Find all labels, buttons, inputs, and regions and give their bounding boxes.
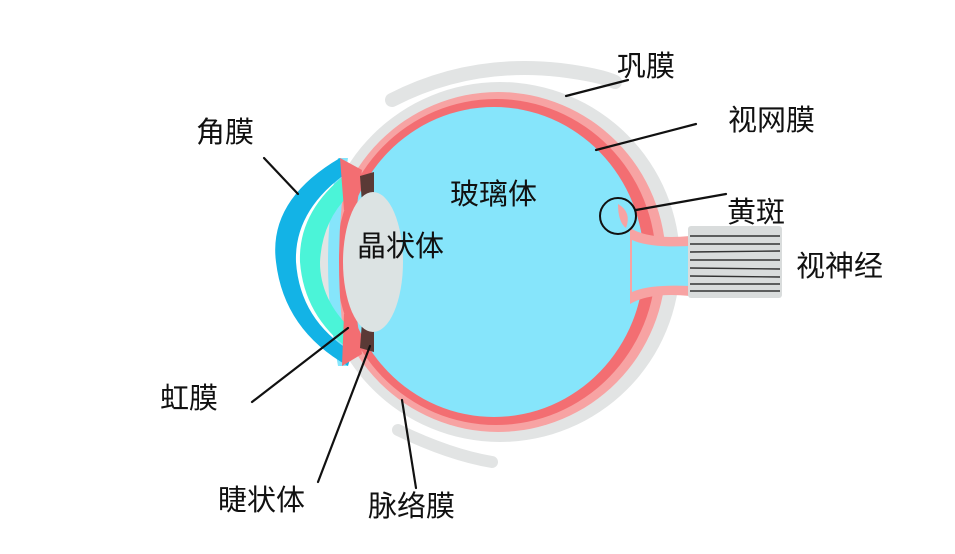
leader-line-ciliary [316, 344, 372, 484]
leader-line-sclera [564, 78, 630, 98]
leader-line-iris [250, 326, 350, 404]
label-iris: 虹膜 [160, 381, 218, 415]
leader-line-retina [594, 122, 698, 152]
label-ciliary-body: 睫状体 [218, 483, 305, 517]
iris-upper [340, 158, 362, 212]
optic-nerve-core [632, 240, 690, 292]
optic-nerve [688, 226, 782, 298]
lens [343, 192, 403, 332]
leader-line-cornea [262, 156, 300, 196]
label-choroid: 脉络膜 [368, 489, 455, 523]
label-sclera: 巩膜 [617, 49, 675, 83]
label-lens: 晶状体 [357, 229, 444, 263]
label-cornea: 角膜 [196, 115, 254, 149]
leader-lines [250, 78, 728, 490]
optic-nerve-fibers [689, 235, 781, 292]
cornea-inner [299, 174, 352, 350]
vitreous-body [344, 107, 644, 417]
sclera-outer-arc-top [385, 61, 622, 107]
iris-lower [342, 312, 362, 366]
leader-line-choroid [400, 398, 418, 490]
label-retina: 视网膜 [728, 103, 815, 137]
macula-spot [618, 204, 628, 228]
label-vitreous: 玻璃体 [450, 177, 537, 211]
macula-marker-circle [599, 197, 637, 235]
label-optic-nerve: 视神经 [796, 249, 883, 283]
leader-line-macula [634, 192, 728, 212]
cornea [275, 158, 352, 366]
label-macula: 黄斑 [727, 195, 785, 229]
